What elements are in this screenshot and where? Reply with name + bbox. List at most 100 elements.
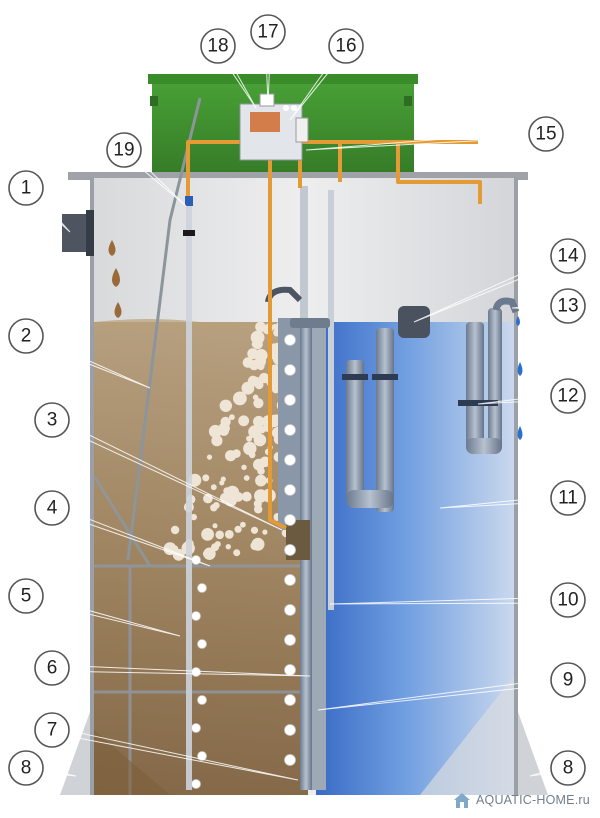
bubble — [246, 435, 253, 442]
tube-bubble — [284, 664, 296, 676]
tube-bubble — [191, 723, 201, 733]
bubble — [171, 545, 179, 553]
callout-6: 6 — [34, 650, 70, 686]
tube-bubble — [197, 639, 207, 649]
tube-bubble — [284, 604, 296, 616]
bubble — [202, 474, 210, 482]
watermark-text: AQUATIC-HOME.ru — [476, 793, 590, 807]
callout-3: 3 — [34, 402, 70, 438]
bubble — [254, 505, 263, 514]
callout-4: 4 — [34, 490, 70, 526]
bubble — [272, 344, 279, 350]
tube-bubble — [284, 484, 296, 496]
tube-bubble — [191, 667, 201, 677]
bubble — [202, 550, 210, 557]
left-air-tubes — [126, 97, 202, 790]
inlet-pipe — [62, 210, 94, 256]
tube-bubble — [284, 574, 296, 586]
callout-19: 19 — [106, 132, 142, 168]
callout-9: 9 — [550, 662, 586, 698]
bubble — [225, 544, 231, 550]
air-supply-pipes — [186, 140, 482, 530]
callout-16: 16 — [328, 28, 364, 64]
bubble — [254, 489, 268, 503]
bubble — [253, 415, 265, 428]
tube-bubble — [284, 634, 296, 646]
callout-label-12: 12 — [557, 386, 578, 407]
bubble — [247, 375, 259, 387]
callout-13: 13 — [550, 288, 586, 324]
callout-label-2: 2 — [21, 326, 32, 347]
bubble — [255, 474, 267, 487]
water-drops — [516, 316, 523, 440]
bubble — [255, 321, 266, 333]
callout-label-16: 16 — [335, 36, 356, 57]
callout-label-13: 13 — [557, 296, 578, 317]
callout-label-4: 4 — [47, 498, 58, 519]
bubble — [238, 415, 250, 427]
callout-15: 15 — [528, 116, 564, 152]
bubble — [240, 521, 246, 528]
tube-bubble — [191, 611, 201, 621]
bubble — [241, 464, 247, 470]
bubble — [206, 454, 213, 460]
callout-label-7: 7 — [47, 720, 58, 741]
bubble — [262, 529, 268, 535]
callout-7: 7 — [34, 712, 70, 748]
partition-tubes — [265, 186, 334, 790]
bubble — [211, 435, 223, 447]
bubble — [219, 399, 232, 412]
callout-label-18: 18 — [207, 36, 228, 57]
tube-bubble — [284, 694, 296, 706]
tube-bubble — [284, 424, 296, 436]
bubble — [254, 435, 265, 446]
callout-label-5: 5 — [21, 586, 32, 607]
bubble — [257, 467, 265, 475]
bubble — [251, 537, 265, 551]
bubble — [252, 394, 259, 401]
bubble — [220, 416, 231, 427]
callout-2: 2 — [8, 318, 44, 354]
bubble — [248, 425, 262, 439]
house-icon — [454, 793, 470, 808]
tube-bubble — [197, 583, 207, 593]
bubble — [243, 441, 257, 456]
bubble — [212, 523, 218, 529]
support-frame — [92, 475, 308, 795]
bubble — [250, 526, 259, 534]
callout-1: 1 — [8, 170, 44, 206]
tube-bubble — [284, 364, 296, 376]
bubble — [272, 324, 278, 330]
callout-17: 17 — [250, 14, 286, 50]
callout-label-15: 15 — [535, 124, 556, 145]
callout-label-1: 1 — [21, 178, 32, 199]
sewage-drops — [108, 240, 122, 318]
bubble — [229, 414, 235, 421]
bubble — [254, 349, 268, 362]
bubble — [224, 530, 234, 539]
bubble — [233, 391, 247, 406]
bubble — [259, 456, 271, 468]
tube-bubble — [284, 334, 296, 346]
callout-label-8L: 8 — [21, 758, 32, 779]
bubble — [225, 450, 237, 462]
bubble — [170, 525, 180, 535]
compressor-unit — [239, 93, 309, 161]
tube-bubble — [284, 754, 296, 766]
bubble — [190, 513, 197, 521]
tube-bubble — [284, 454, 296, 466]
bubble — [241, 491, 252, 502]
callout-18: 18 — [200, 28, 236, 64]
bubble — [215, 530, 224, 540]
bubble — [260, 490, 266, 496]
bubble — [214, 541, 221, 548]
callout-8R: 8 — [550, 750, 586, 786]
callout-8L: 8 — [8, 750, 44, 786]
bubble — [249, 360, 260, 371]
callout-11: 11 — [550, 480, 586, 516]
bubble — [201, 528, 215, 541]
bubble — [212, 502, 220, 509]
callout-label-11: 11 — [558, 488, 578, 509]
callout-label-14: 14 — [557, 246, 579, 267]
tube-bubble — [284, 514, 296, 526]
